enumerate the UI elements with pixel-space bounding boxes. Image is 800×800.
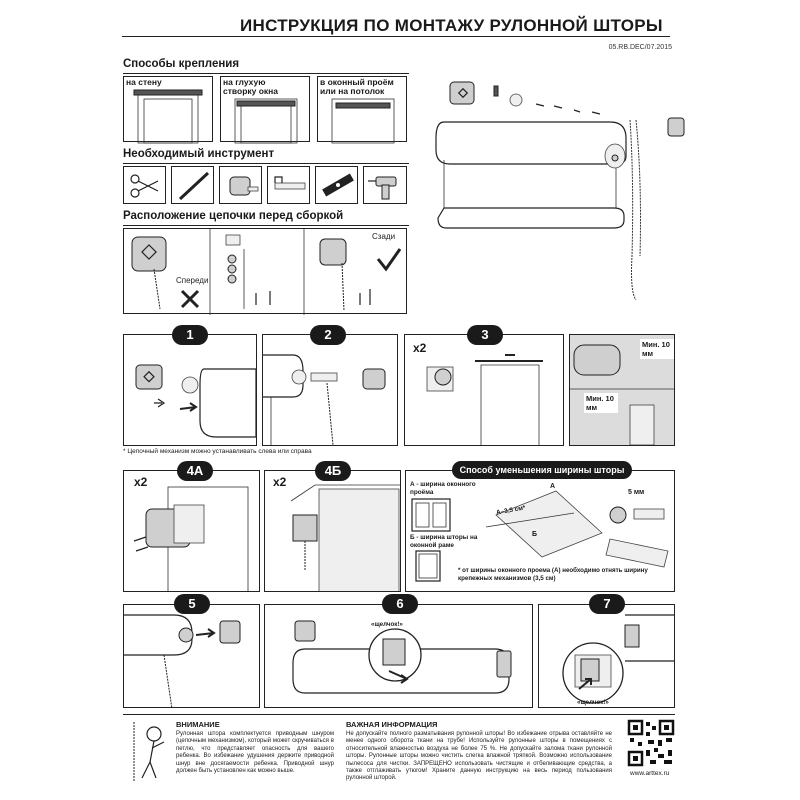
tool-hacksaw	[267, 166, 310, 204]
chain-side-note: * Цепочный механизм можно устанавливать …	[123, 448, 312, 455]
tool-scissors	[123, 166, 166, 204]
step-7-panel: «щелчок!»	[538, 604, 675, 708]
chain-position-panel: Спереди Сзади	[123, 228, 407, 314]
warning-text: Рулонная штора комплектуется приводным ш…	[176, 731, 334, 775]
mount-option-sash: на глухую створку окна	[220, 76, 310, 142]
tool-tape	[219, 166, 262, 204]
step-6-badge: 6	[382, 594, 418, 614]
clearance-min-label-2: Мин. 10 мм	[584, 393, 618, 413]
drill-icon	[364, 167, 408, 205]
step-4b-panel: x2	[264, 470, 401, 592]
step-2-badge: 2	[310, 325, 346, 345]
hacksaw-icon	[268, 167, 311, 205]
step-2-panel	[262, 334, 398, 446]
reduce-width-panel: А - ширина оконного проёма Б - ширина шт…	[405, 470, 675, 592]
mounting-heading: Способы крепления	[123, 58, 239, 70]
chain-back-label: Сзади	[372, 233, 395, 241]
reduce-mm-label: 5 мм	[628, 489, 644, 496]
scissors-icon	[124, 167, 167, 205]
overview-illustration	[420, 60, 700, 320]
step-4a-illustration	[124, 471, 260, 592]
sash-mount-icon	[221, 77, 311, 143]
tool-drill	[363, 166, 407, 204]
step-3-panel: x2	[404, 334, 564, 446]
step-7-badge: 7	[589, 594, 625, 614]
tool-pencil	[171, 166, 214, 204]
reduce-a-mark: А	[550, 483, 555, 490]
step-5-panel	[123, 604, 260, 708]
step-7-illustration	[539, 605, 675, 708]
qr-code-icon	[628, 720, 674, 766]
mounting-divider	[123, 73, 409, 74]
reduce-b-mark: Б	[532, 531, 537, 538]
clearance-panel: Мин. 10 мм Мин. 10 мм	[569, 334, 675, 446]
step-1-badge: 1	[172, 325, 208, 345]
chain-front-label: Спереди	[176, 277, 208, 285]
recess-mount-icon	[318, 77, 408, 143]
page-title: ИНСТРУКЦИЯ ПО МОНТАЖУ РУЛОННОЙ ШТОРЫ	[240, 16, 663, 36]
wall-mount-icon	[124, 77, 214, 143]
step-6-panel: «щелчок!»	[264, 604, 533, 708]
important-text: Не допускайте полного разматывания рулон…	[346, 731, 612, 783]
child-warning-icon	[124, 722, 168, 782]
step-5-illustration	[124, 605, 260, 708]
step-1-panel	[123, 334, 257, 446]
step-5-badge: 5	[174, 594, 210, 614]
clearance-min-label-1: Мин. 10 мм	[640, 339, 674, 359]
step-4b-illustration	[265, 471, 401, 592]
tools-divider	[123, 163, 409, 164]
step-4a-panel: x2	[123, 470, 260, 592]
warning-title: ВНИМАНИЕ	[176, 720, 220, 729]
level-icon	[316, 167, 359, 205]
reduce-b-label: Б - ширина шторы на оконной раме	[410, 534, 484, 549]
pencil-icon	[172, 167, 215, 205]
footer-divider	[123, 714, 675, 715]
step-2-illustration	[263, 335, 398, 446]
tool-level	[315, 166, 358, 204]
header-divider	[122, 36, 670, 37]
chain-position-illustration	[124, 229, 408, 315]
step-3-badge: 3	[467, 325, 503, 345]
step-4b-badge: 4Б	[315, 461, 351, 481]
chain-divider	[123, 225, 409, 226]
mount-option-wall: на стену	[123, 76, 213, 142]
reduce-footnote: * от ширины оконного проема (А) необходи…	[458, 567, 666, 583]
step-1-illustration	[124, 335, 257, 446]
chain-heading: Расположение цепочки перед сборкой	[123, 210, 343, 222]
website-link[interactable]: www.arttex.ru	[630, 770, 669, 777]
mount-option-recess: в оконный проём или на потолок	[317, 76, 407, 142]
step-4a-badge: 4А	[177, 461, 213, 481]
doc-code: 05.RB.DEC/07.2015	[609, 44, 672, 51]
tape-measure-icon	[220, 167, 263, 205]
tools-heading: Необходимый инструмент	[123, 148, 274, 160]
step-6-click-label: «щелчок!»	[371, 621, 403, 628]
step-7-click-label: «щелчок!»	[577, 699, 609, 706]
important-title: ВАЖНАЯ ИНФОРМАЦИЯ	[346, 720, 437, 729]
reduce-width-title: Способ уменьшения ширины шторы	[452, 461, 632, 479]
step-3-illustration	[405, 335, 564, 446]
